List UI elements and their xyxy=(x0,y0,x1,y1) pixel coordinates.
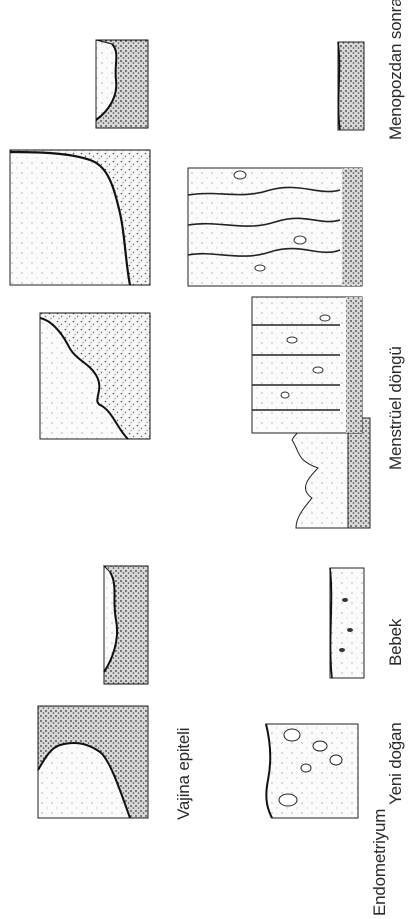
label-infant: Bebek xyxy=(386,619,406,666)
endometrium-postmenopause-panel xyxy=(338,42,364,130)
endometrium-menstrual-3-panel xyxy=(188,168,362,286)
label-vagina-epithelium: Vajina epiteli xyxy=(174,728,194,820)
endometrium-newborn-panel xyxy=(266,724,358,818)
label-endometrium: Endometriyum xyxy=(370,809,390,916)
label-postmenopause: Menopozdan sonra xyxy=(386,0,406,140)
label-newborn: Yeni doğan xyxy=(386,723,406,805)
vagina-menstrual-2-panel xyxy=(10,150,150,285)
vagina-newborn-panel xyxy=(38,706,148,818)
label-menstrual-cycle: Menstrüel döngü xyxy=(386,346,406,470)
endometrium-menstrual-2-panel xyxy=(252,297,362,433)
endometrium-menstrual-1-panel xyxy=(292,418,370,528)
vagina-menstrual-1-panel xyxy=(40,313,150,439)
vagina-postmenopause-panel xyxy=(96,40,148,128)
endometrium-infant-panel xyxy=(330,568,364,678)
vagina-infant-panel xyxy=(104,566,148,684)
